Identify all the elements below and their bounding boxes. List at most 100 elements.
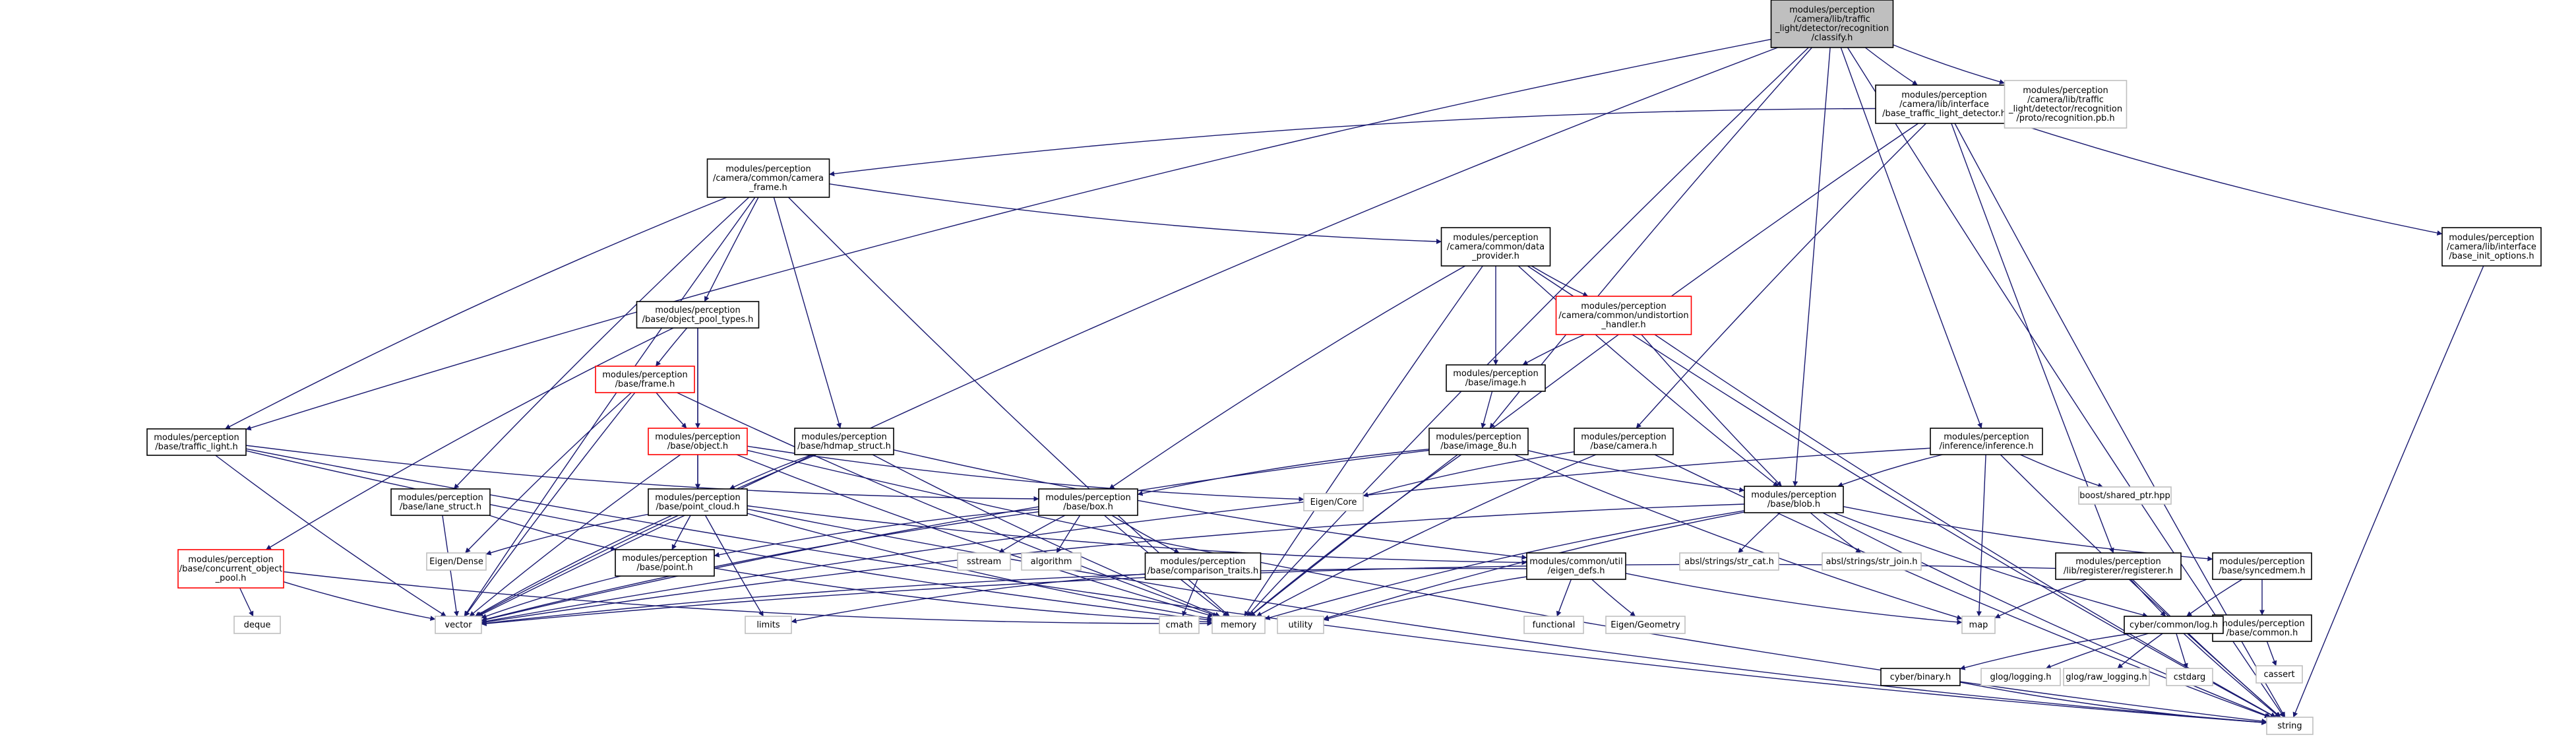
edge-comparison-to-cmath bbox=[1182, 579, 1198, 617]
node-label-image_h-line-1: /base/image.h bbox=[1465, 378, 1527, 388]
edge-root-to-inference bbox=[1840, 47, 1982, 429]
node-cstdarg: cstdarg bbox=[2166, 668, 2213, 686]
node-label-concurrent_pool-line-1: /base/concurrent_object bbox=[179, 564, 283, 574]
node-label-data_provider-line-0: modules/perception bbox=[1453, 233, 1538, 243]
edge-data_provider-to-undistortion bbox=[1531, 265, 1589, 297]
node-undistortion[interactable]: modules/perception/camera/common/undisto… bbox=[1555, 296, 1692, 335]
edge-image_8u-to-box_h bbox=[1137, 449, 1430, 496]
node-box-hdmap_struct bbox=[794, 428, 894, 455]
edge-hdmap_struct-to-point_cloud bbox=[729, 454, 813, 490]
node-str_cat: absl/strings/str_cat.h bbox=[1679, 552, 1779, 571]
edge-obj_pool_types-to-frame bbox=[655, 327, 688, 367]
edge-concurrent_pool-to-deque bbox=[239, 587, 254, 617]
node-camera_h[interactable]: modules/perception/base/camera.h bbox=[1574, 428, 1674, 455]
node-image_h[interactable]: modules/perception/base/image.h bbox=[1446, 364, 1546, 392]
edge-lane_struct-to-point_h bbox=[489, 515, 617, 552]
node-label-hdmap_struct-line-1: /base/hdmap_struct.h bbox=[797, 441, 891, 451]
node-label-glog_logging-line-0: glog/logging.h bbox=[1990, 672, 2052, 682]
node-image_8u[interactable]: modules/perception/base/image_8u.h bbox=[1428, 428, 1529, 455]
edge-hdmap_struct-to-vector bbox=[476, 454, 817, 617]
node-box-eigen_core bbox=[1303, 493, 1364, 511]
node-label-comparison-line-1: /base/comparison_traits.h bbox=[1148, 566, 1258, 576]
node-obj_pool_types[interactable]: modules/perception/base/object_pool_type… bbox=[636, 301, 760, 329]
node-inference[interactable]: modules/perception/inference/inference.h bbox=[1930, 428, 2043, 455]
node-label-obj_pool_types-line-0: modules/perception bbox=[655, 306, 740, 315]
node-label-log_h-line-0: cyber/common/log.h bbox=[2130, 620, 2218, 630]
node-blob[interactable]: modules/perception/base/blob.h bbox=[1744, 486, 1844, 513]
edge-box_h-to-vector bbox=[481, 511, 1039, 622]
node-camera_frame[interactable]: modules/perception/camera/common/camera_… bbox=[706, 158, 830, 198]
node-utility: utility bbox=[1277, 616, 1324, 634]
node-registerer[interactable]: modules/perception/lib/registerer/regist… bbox=[2055, 552, 2182, 580]
edge-syncedmem-to-log_h bbox=[2186, 579, 2243, 617]
node-hdmap_struct[interactable]: modules/perception/base/hdmap_struct.h bbox=[794, 428, 894, 455]
node-functional: functional bbox=[1523, 616, 1584, 634]
edge-point_cloud-to-limits bbox=[704, 515, 764, 617]
node-label-utility-line-0: utility bbox=[1289, 620, 1313, 630]
node-binary_h[interactable]: cyber/binary.h bbox=[1880, 668, 1961, 686]
node-label-registerer-line-1: /lib/registerer/registerer.h bbox=[2064, 566, 2173, 576]
edge-image_h-to-image_8u bbox=[1481, 391, 1493, 429]
node-label-cmath-line-0: cmath bbox=[1165, 620, 1192, 630]
node-comparison[interactable]: modules/perception/base/comparison_trait… bbox=[1144, 552, 1262, 580]
node-label-functional-line-0: functional bbox=[1533, 620, 1576, 630]
node-lane_struct[interactable]: modules/perception/base/lane_struct.h bbox=[390, 488, 491, 516]
node-object_h[interactable]: modules/perception/base/object.h bbox=[648, 428, 748, 455]
node-box-eigen_geometry bbox=[1605, 616, 1686, 634]
node-eigen_defs[interactable]: modules/common/util/eigen_defs.h bbox=[1526, 552, 1626, 580]
node-label-binary_h-line-0: cyber/binary.h bbox=[1890, 672, 1951, 682]
node-string: string bbox=[2266, 717, 2314, 735]
node-label-registerer-line-0: modules/perception bbox=[2075, 557, 2161, 567]
node-root[interactable]: modules/perception/camera/lib/traffic_li… bbox=[1770, 0, 1894, 48]
edge-root-to-blob bbox=[1793, 47, 1831, 487]
node-label-eigen_dense-line-0: Eigen/Dense bbox=[429, 557, 483, 567]
node-common_h[interactable]: modules/perception/base/common.h bbox=[2212, 614, 2312, 642]
node-label-inference-line-0: modules/perception bbox=[1944, 432, 2029, 442]
edge-inference-to-shared_ptr bbox=[2019, 454, 2104, 488]
node-box-object_h bbox=[648, 428, 748, 455]
node-box-string bbox=[2266, 717, 2314, 735]
edge-object_h-to-memory bbox=[736, 454, 1214, 618]
node-concurrent_pool[interactable]: modules/perception/base/concurrent_objec… bbox=[177, 549, 284, 589]
node-label-camera_frame-line-2: _frame.h bbox=[749, 183, 787, 193]
node-point_h[interactable]: modules/perception/base/point.h bbox=[615, 549, 715, 577]
node-point_cloud[interactable]: modules/perception/base/point_cloud.h bbox=[648, 488, 748, 516]
node-label-concurrent_pool-line-2: _pool.h bbox=[215, 573, 247, 583]
node-label-base_init-line-1: /camera/lib/interface bbox=[2447, 242, 2536, 252]
node-label-syncedmem-line-0: modules/perception bbox=[2219, 557, 2304, 567]
edge-traffic_light-to-box_h bbox=[245, 445, 1039, 501]
edge-blob-to-vector bbox=[481, 503, 1745, 625]
node-label-traffic_light-line-1: /base/traffic_light.h bbox=[155, 442, 238, 452]
node-label-common_h-line-0: modules/perception bbox=[2219, 619, 2304, 629]
node-label-glog_raw-line-0: glog/raw_logging.h bbox=[2066, 672, 2147, 682]
edge-camera_h-to-eigen_core bbox=[1363, 451, 1575, 498]
node-label-limits-line-0: limits bbox=[756, 620, 780, 630]
edge-log_h-to-glog_raw bbox=[2117, 633, 2163, 669]
node-frame[interactable]: modules/perception/base/frame.h bbox=[595, 366, 695, 393]
edge-log_h-to-glog_logging bbox=[2045, 633, 2149, 669]
node-base_tld[interactable]: modules/perception/camera/lib/interface/… bbox=[1875, 84, 2013, 124]
node-log_h[interactable]: cyber/common/log.h bbox=[2124, 616, 2224, 634]
node-traffic_light[interactable]: modules/perception/base/traffic_light.h bbox=[146, 428, 247, 456]
node-box-glog_raw bbox=[2063, 668, 2150, 686]
node-box-root bbox=[1770, 0, 1894, 48]
node-box-vector bbox=[435, 616, 482, 634]
node-data_provider[interactable]: modules/perception/camera/common/data_pr… bbox=[1440, 227, 1551, 267]
node-syncedmem[interactable]: modules/perception/base/syncedmem.h bbox=[2212, 552, 2312, 580]
node-base_init[interactable]: modules/perception/camera/lib/interface/… bbox=[2441, 227, 2542, 267]
node-label-base_init-line-0: modules/perception bbox=[2449, 233, 2534, 243]
edge-box_h-to-comparison bbox=[1111, 515, 1180, 554]
node-box-recog_pb bbox=[2004, 80, 2128, 129]
edge-frame-to-object_h bbox=[656, 392, 687, 429]
edges-layer bbox=[215, 38, 2484, 725]
node-label-point_h-line-1: /base/point.h bbox=[636, 563, 692, 573]
edge-camera_frame-to-traffic_light bbox=[225, 197, 727, 430]
node-label-frame-line-1: /base/frame.h bbox=[615, 379, 675, 389]
edge-concurrent_pool-to-vector bbox=[283, 581, 436, 621]
node-label-eigen_geometry-line-0: Eigen/Geometry bbox=[1610, 620, 1680, 630]
node-label-memory-line-0: memory bbox=[1221, 620, 1257, 630]
node-box_h[interactable]: modules/perception/base/box.h bbox=[1038, 488, 1138, 516]
edge-inference-to-map bbox=[1976, 454, 1986, 617]
edge-traffic_light-to-memory bbox=[245, 450, 1213, 623]
node-box-lane_struct bbox=[390, 488, 491, 516]
